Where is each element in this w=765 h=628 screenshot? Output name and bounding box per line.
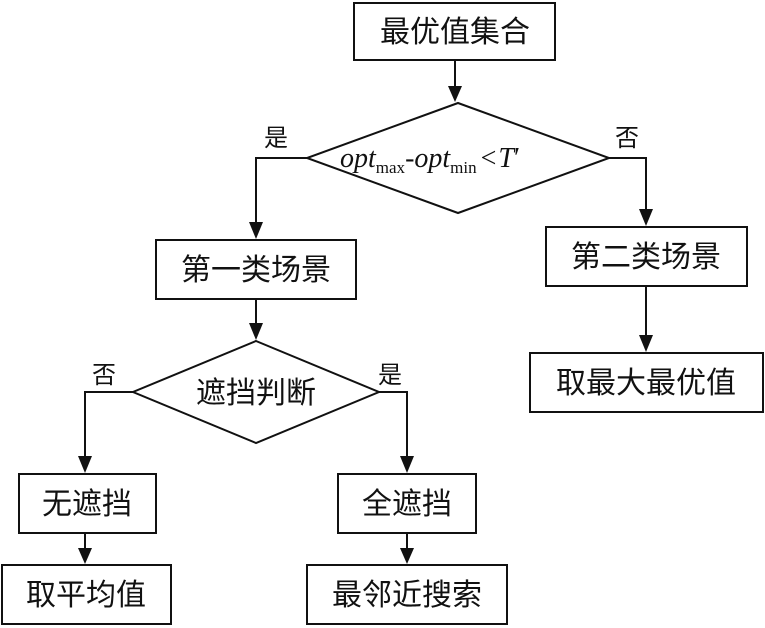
- max-subscript: max: [376, 158, 406, 177]
- decision1-diamond: [304, 101, 612, 215]
- arrowhead: [400, 456, 414, 473]
- d2-no-label: 否: [92, 361, 116, 389]
- take-max-label: 取最大最优值: [556, 366, 736, 401]
- d1-yes-label: 是: [264, 124, 288, 152]
- start-label: 最优值集合: [380, 15, 530, 50]
- nearest-search-label: 最邻近搜索: [332, 578, 482, 613]
- no-occlusion-label: 无遮挡: [42, 487, 132, 522]
- scene2-label: 第二类场景: [571, 240, 721, 275]
- decision2-label: 遮挡判断: [196, 376, 316, 411]
- arrowhead: [78, 548, 92, 564]
- connector-d2-yes: [379, 391, 408, 458]
- arrowhead: [249, 323, 263, 340]
- start-box: [353, 2, 556, 61]
- connector-d2-no: [84, 391, 133, 458]
- less-than-sign: <: [481, 143, 497, 174]
- arrowhead: [400, 548, 414, 564]
- arrowhead: [639, 209, 653, 226]
- opt-term: opt: [340, 143, 377, 174]
- connector-d1-yes: [255, 157, 307, 224]
- d1-no-label: 否: [615, 124, 639, 152]
- full-occlusion-box: [337, 473, 477, 534]
- prime-mark: ′: [514, 143, 520, 174]
- min-subscript: min: [450, 158, 477, 177]
- d2-yes-label: 是: [378, 361, 402, 389]
- arrowhead: [448, 86, 462, 102]
- threshold-symbol: T: [498, 143, 516, 174]
- take-max-box: [529, 352, 764, 413]
- connector-d1-no: [609, 157, 647, 211]
- full-occlusion-label: 全遮挡: [362, 487, 452, 522]
- decision2-diamond: [130, 339, 382, 445]
- nearest-search-box: [306, 564, 508, 625]
- take-average-box: [1, 564, 172, 625]
- arrowhead: [249, 222, 263, 239]
- take-average-label: 取平均值: [26, 578, 146, 613]
- scene1-label: 第一类场景: [181, 253, 331, 288]
- arrowhead: [639, 335, 653, 352]
- arrowhead: [78, 456, 92, 473]
- scene1-box: [155, 239, 357, 300]
- decision1-condition: optmax-optmin<T′: [340, 143, 520, 177]
- no-occlusion-box: [18, 473, 157, 534]
- minus-sign: -: [405, 143, 414, 174]
- opt-term: opt: [414, 143, 451, 174]
